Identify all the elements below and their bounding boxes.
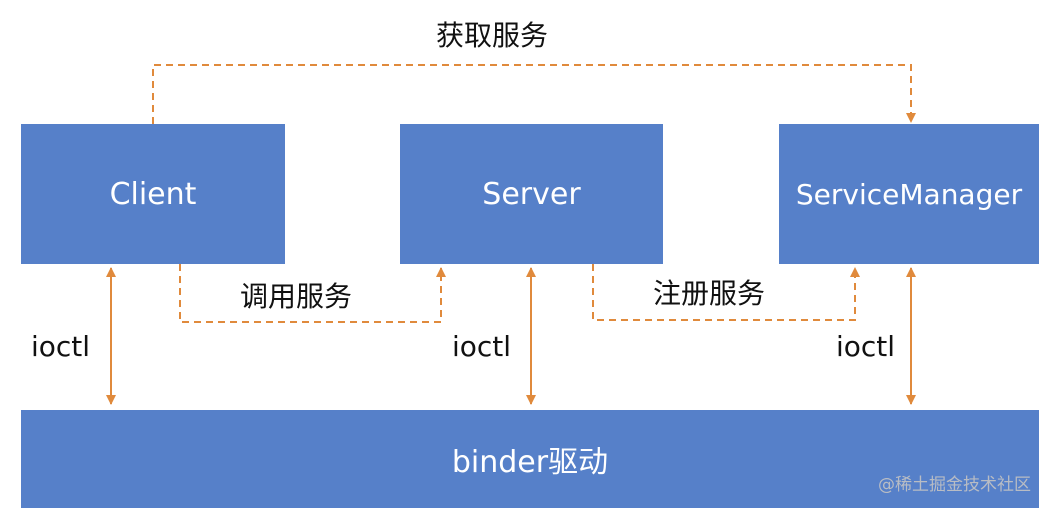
service-manager-node: ServiceManager	[779, 124, 1039, 264]
server-node: Server	[400, 124, 663, 264]
watermark: @稀土掘金技术社区	[878, 475, 1031, 495]
binder-driver-label: binder驱动	[451, 445, 609, 480]
ioctl-server-label: ioctl	[452, 330, 512, 363]
client-label: Client	[109, 176, 197, 212]
server-label: Server	[482, 176, 581, 212]
call-service-label: 调用服务	[240, 280, 353, 313]
call-service-arrow	[179, 264, 446, 323]
client-node: Client	[21, 124, 285, 264]
register-service-label: 注册服务	[653, 277, 766, 310]
get-service-label: 获取服务	[436, 19, 549, 52]
binder-driver-node: binder驱动	[21, 410, 1039, 508]
ioctl-service-manager-label: ioctl	[836, 330, 896, 363]
service-manager-label: ServiceManager	[795, 177, 1023, 211]
register-service-arrow	[592, 264, 860, 321]
get-service-arrow	[152, 64, 916, 124]
ioctl-client-label: ioctl	[31, 330, 91, 363]
